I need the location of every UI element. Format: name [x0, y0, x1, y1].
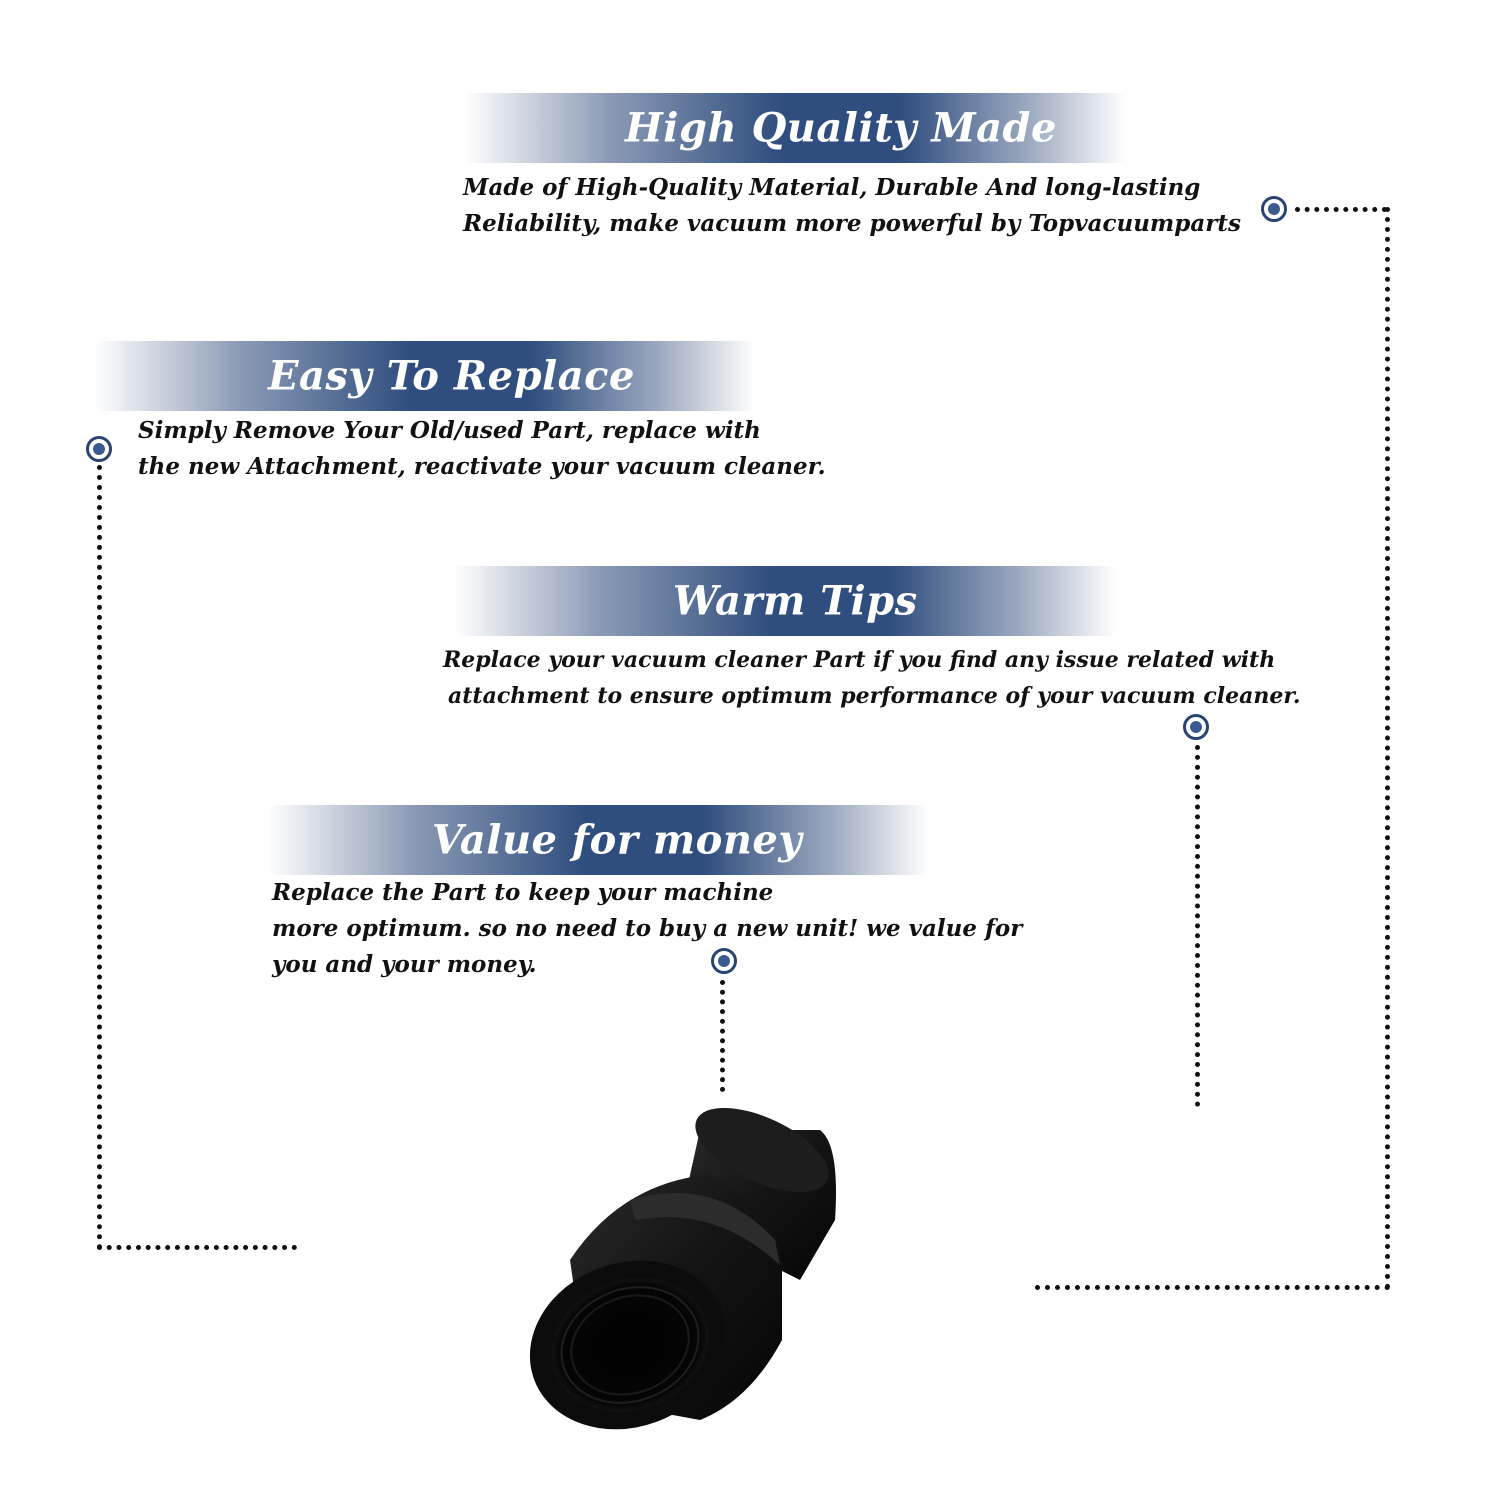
connector-line [1195, 745, 1200, 1107]
target-dot-icon [86, 436, 112, 462]
connector-line [1295, 207, 1387, 212]
banner-title-value-money: Value for money [432, 816, 803, 864]
banner-title-high-quality: High Quality Made [625, 104, 1057, 152]
target-dot-icon [1183, 714, 1209, 740]
hose-adapter-product [529, 1107, 836, 1430]
connector-line [97, 1245, 297, 1250]
banner-easy-replace: Easy To Replace [95, 341, 755, 411]
desc-line: Simply Remove Your Old/used Part, replac… [138, 417, 761, 444]
connector-line [1035, 1285, 1390, 1290]
desc-value-money: Replace the Part to keep your machine mo… [272, 875, 1022, 983]
banner-title-easy-replace: Easy To Replace [268, 352, 635, 400]
banner-high-quality: High Quality Made [465, 93, 1125, 163]
desc-warm-tips: Replace your vacuum cleaner Part if you … [443, 642, 1301, 714]
connector-line [97, 465, 102, 1250]
banner-title-warm-tips: Warm Tips [673, 577, 918, 625]
banner-value-money: Value for money [268, 805, 928, 875]
desc-line: Replace your vacuum cleaner Part if you … [443, 647, 1276, 673]
desc-line: more optimum. so no need to buy a new un… [272, 915, 1023, 942]
desc-line: Reliability, make vacuum more powerful b… [463, 210, 1241, 237]
desc-line: the new Attachment, reactivate your vacu… [138, 453, 826, 480]
target-dot-icon [1261, 196, 1287, 222]
desc-high-quality: Made of High-Quality Material, Durable A… [463, 170, 1241, 242]
desc-line: you and your money. [272, 951, 537, 978]
desc-line: attachment to ensure optimum performance… [448, 683, 1301, 709]
desc-easy-replace: Simply Remove Your Old/used Part, replac… [138, 413, 826, 485]
banner-warm-tips: Warm Tips [455, 566, 1115, 636]
desc-line: Made of High-Quality Material, Durable A… [463, 174, 1201, 201]
target-dot-icon [711, 948, 737, 974]
connector-line [1385, 207, 1390, 1290]
desc-line: Replace the Part to keep your machine [272, 879, 774, 906]
connector-line [720, 980, 725, 1092]
